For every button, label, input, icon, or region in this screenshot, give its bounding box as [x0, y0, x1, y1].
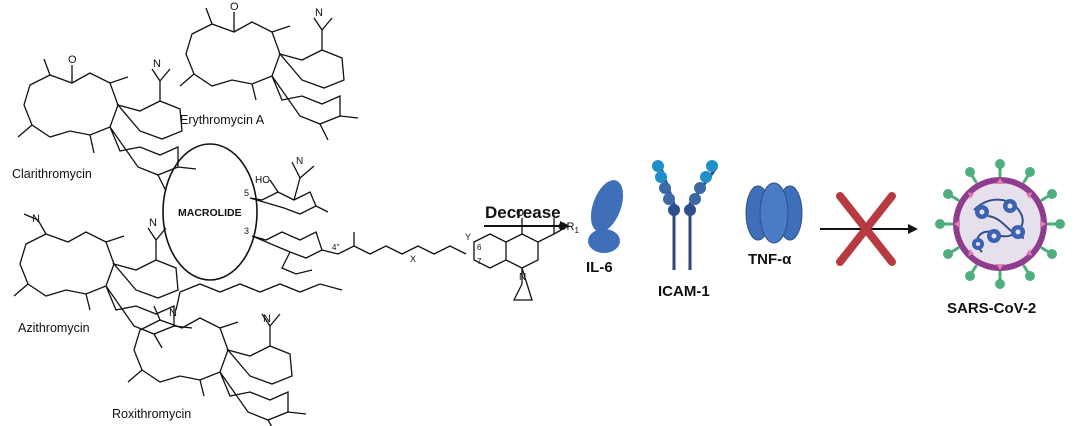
il6-icon: [588, 180, 624, 253]
label-roxithromycin: Roxithromycin: [112, 407, 191, 421]
atom-n: N: [32, 213, 40, 225]
atom-n: N: [315, 7, 323, 19]
atom-n: N: [153, 58, 161, 70]
atom-o: O: [230, 1, 239, 13]
linker-atom-x: X: [410, 254, 416, 264]
label-clarithromycin: Clarithromycin: [12, 167, 92, 181]
clarithromycin-structure: O N: [17, 54, 197, 192]
quinolone-n: N: [519, 272, 526, 283]
tnf-alpha-icon: [745, 182, 803, 244]
macrolide-core-label: MACROLIDE: [178, 207, 242, 219]
atom-o: O: [68, 54, 77, 66]
dimethylamino-n: N: [296, 156, 303, 167]
position-6: 6: [477, 243, 482, 252]
icam1-icon: [652, 160, 718, 270]
virus-label: SARS-CoV-2: [947, 300, 1036, 317]
macrolide-core-ellipse: [162, 143, 258, 281]
decrease-arrow: [484, 221, 570, 231]
sars-cov-2-virus-icon: [935, 159, 1065, 289]
linker-atom-y: Y: [465, 232, 471, 242]
label-azithromycin: Azithromycin: [18, 321, 90, 335]
il6-label: IL-6: [586, 259, 613, 276]
erythromycin-structure: O N: [179, 1, 359, 141]
atom-n: N: [169, 307, 177, 319]
roxithromycin-structure: N N: [127, 283, 343, 426]
position-5: 5: [244, 188, 249, 198]
block-x-icon: [836, 192, 896, 266]
ester-subscript: 1: [575, 226, 580, 235]
position-3: 3: [244, 226, 249, 236]
atom-n: N: [263, 313, 271, 325]
quinolone-carbonyl-o: O: [516, 208, 524, 219]
tnf-label: TNF-α: [748, 251, 792, 268]
atom-n: N: [149, 217, 157, 229]
macrolide-hybrid: MACROLIDE 5 HO N 3 4" X Y 6 7 O N OR1: [162, 143, 580, 301]
icam1-label: ICAM-1: [658, 283, 710, 300]
label-erythromycin: Erythromycin A: [180, 113, 265, 127]
decrease-label: Decrease: [485, 203, 561, 222]
hydroxyl-group: HO: [255, 175, 270, 186]
position-7: 7: [477, 257, 482, 266]
position-4pp: 4": [332, 243, 339, 252]
